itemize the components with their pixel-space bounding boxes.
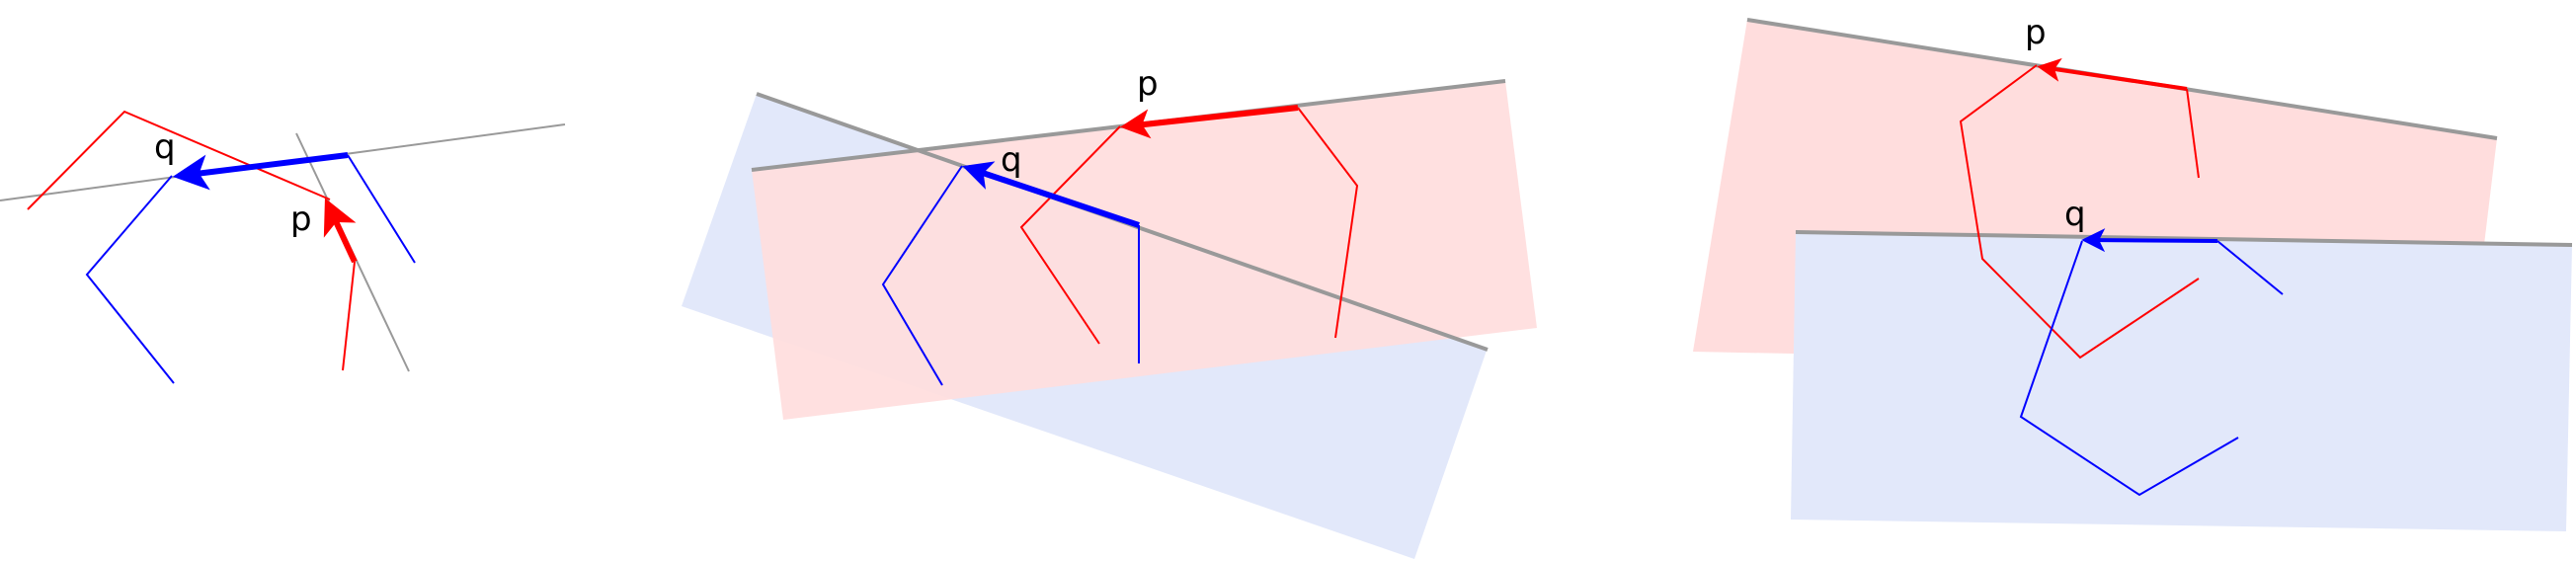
panel-3-red-polyline-left xyxy=(1959,64,2200,360)
panel-3: p q xyxy=(1693,13,2573,531)
panel-3-blue-region xyxy=(1791,232,2572,531)
panel-2-label-q: q xyxy=(1001,140,1022,180)
panel-1-red-arrow-p xyxy=(323,198,358,264)
panel-1-blue-arrow-q xyxy=(172,152,349,191)
panel-3-red-arrow-p xyxy=(2037,57,2188,91)
panel-3-blue-tail xyxy=(2216,240,2284,295)
panel-2-label-p: p xyxy=(1137,64,1159,104)
panel-3-gray-line-blue-edge xyxy=(1795,230,2573,247)
panel-1: q p xyxy=(0,110,566,384)
panel-1-blue-tail xyxy=(347,154,416,264)
panel-3-red-tail xyxy=(2186,88,2200,179)
panel-2: p q xyxy=(682,64,1537,559)
panel-3-blue-polyline xyxy=(2019,240,2239,497)
panel-1-red-polyline xyxy=(27,110,331,210)
panel-1-label-p: p xyxy=(290,200,312,239)
panel-1-red-tail xyxy=(342,261,356,371)
panel-1-label-q: q xyxy=(154,127,176,167)
panel-2-blue-polyline-left xyxy=(881,165,963,386)
panel-2-blue-arrow-q xyxy=(962,161,1140,228)
panel-2-red-arrow-p xyxy=(1120,105,1299,139)
panel-2-red-region xyxy=(752,81,1537,420)
panel-3-label-p: p xyxy=(2025,13,2047,52)
panel-2-red-polyline-left xyxy=(1019,125,1121,345)
panel-3-blue-arrow-q xyxy=(2081,228,2218,253)
panel-2-red-polyline-right xyxy=(1297,107,1359,339)
panel-1-blue-polyline xyxy=(85,175,175,384)
panel-3-label-q: q xyxy=(2064,195,2086,234)
